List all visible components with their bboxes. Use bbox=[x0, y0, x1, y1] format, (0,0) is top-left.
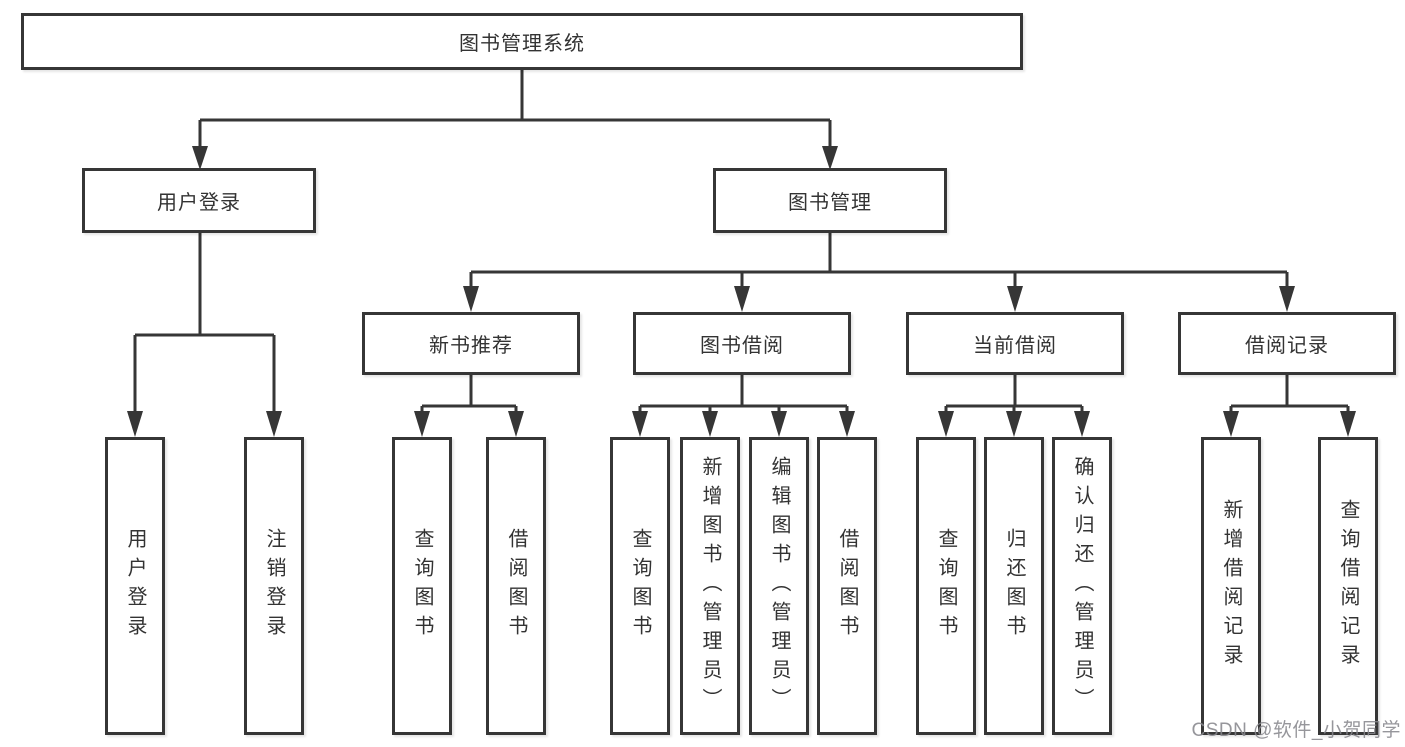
node-new-books: 新书推荐 bbox=[362, 312, 580, 375]
leaf-current-query: 查询图书 bbox=[916, 437, 976, 735]
connector-line bbox=[1229, 375, 1350, 416]
connector-line bbox=[420, 375, 518, 416]
arrow-down-icon bbox=[702, 411, 718, 437]
leaf-logout-label: 注销登录 bbox=[263, 528, 285, 644]
arrow-down-icon bbox=[632, 411, 648, 437]
leaf-bookborrow-add-label: 新增图书（管理员） bbox=[699, 455, 721, 717]
arrow-down-icon bbox=[1340, 411, 1356, 437]
node-book-mgmt-label: 图书管理 bbox=[788, 192, 872, 214]
connector-book-mgmt-to-level3 bbox=[469, 233, 1289, 290]
leaf-logout: 注销登录 bbox=[244, 437, 304, 735]
leaf-bookborrow-edit-label: 编辑图书（管理员） bbox=[768, 455, 790, 717]
arrow-down-icon bbox=[1223, 411, 1239, 437]
leaf-current-return-label: 归还图书 bbox=[1003, 528, 1025, 644]
arrow-down-icon bbox=[822, 146, 838, 170]
leaf-newbooks-query-label: 查询图书 bbox=[411, 528, 433, 644]
arrow-down-icon bbox=[463, 286, 479, 312]
leaf-records-add: 新增借阅记录 bbox=[1201, 437, 1261, 735]
node-root: 图书管理系统 bbox=[21, 13, 1023, 70]
node-current-borrow: 当前借阅 bbox=[906, 312, 1124, 375]
arrow-down-icon bbox=[414, 411, 430, 437]
connector-book-borrow-to-leaves bbox=[638, 375, 849, 416]
leaf-newbooks-borrow: 借阅图书 bbox=[486, 437, 546, 735]
leaf-current-return: 归还图书 bbox=[984, 437, 1044, 735]
leaf-bookborrow-query: 查询图书 bbox=[610, 437, 670, 735]
node-current-borrow-label: 当前借阅 bbox=[973, 335, 1057, 357]
leaf-current-confirm-label: 确认归还（管理员） bbox=[1071, 455, 1093, 717]
leaf-current-query-label: 查询图书 bbox=[935, 528, 957, 644]
leaf-records-add-label: 新增借阅记录 bbox=[1220, 499, 1242, 673]
leaf-bookborrow-edit: 编辑图书（管理员） bbox=[749, 437, 809, 735]
leaf-newbooks-query: 查询图书 bbox=[392, 437, 452, 735]
arrow-down-icon bbox=[192, 146, 208, 170]
arrow-down-icon bbox=[771, 411, 787, 437]
arrow-down-icon bbox=[127, 411, 143, 437]
node-book-mgmt: 图书管理 bbox=[713, 168, 947, 233]
connector-line bbox=[133, 233, 276, 416]
arrow-down-icon bbox=[1074, 411, 1090, 437]
arrowheads bbox=[127, 146, 1356, 437]
leaf-records-query: 查询借阅记录 bbox=[1318, 437, 1378, 735]
arrow-down-icon bbox=[839, 411, 855, 437]
connector-user-login-to-leaves bbox=[133, 233, 276, 416]
arrow-down-icon bbox=[266, 411, 282, 437]
leaf-bookborrow-query-label: 查询图书 bbox=[629, 528, 651, 644]
connector-line bbox=[469, 233, 1289, 290]
node-book-borrow-label: 图书借阅 bbox=[700, 335, 784, 357]
watermark: CSDN @软件_小贺同学 bbox=[1191, 720, 1401, 741]
node-new-books-label: 新书推荐 bbox=[429, 335, 513, 357]
connector-root-to-level2 bbox=[198, 70, 832, 148]
arrow-down-icon bbox=[734, 286, 750, 312]
arrow-down-icon bbox=[1007, 286, 1023, 312]
node-borrow-records-label: 借阅记录 bbox=[1245, 335, 1329, 357]
leaf-bookborrow-borrow: 借阅图书 bbox=[817, 437, 877, 735]
arrow-down-icon bbox=[1279, 286, 1295, 312]
connector-line bbox=[638, 375, 849, 416]
connector-new-books-to-leaves bbox=[420, 375, 518, 416]
leaf-user-login: 用户登录 bbox=[105, 437, 165, 735]
leaf-bookborrow-borrow-label: 借阅图书 bbox=[836, 528, 858, 644]
connector-current-borrow-to-leaves bbox=[944, 375, 1084, 416]
arrow-down-icon bbox=[938, 411, 954, 437]
arrow-down-icon bbox=[1006, 411, 1022, 437]
leaf-user-login-label: 用户登录 bbox=[124, 528, 146, 644]
node-user-login-label: 用户登录 bbox=[157, 192, 241, 214]
leaf-newbooks-borrow-label: 借阅图书 bbox=[505, 528, 527, 644]
node-book-borrow: 图书借阅 bbox=[633, 312, 851, 375]
leaf-records-query-label: 查询借阅记录 bbox=[1337, 499, 1359, 673]
node-root-label: 图书管理系统 bbox=[459, 33, 585, 55]
arrow-down-icon bbox=[508, 411, 524, 437]
connector-borrow-records-to-leaves bbox=[1229, 375, 1350, 416]
leaf-bookborrow-add: 新增图书（管理员） bbox=[680, 437, 740, 735]
connector-line bbox=[198, 70, 832, 148]
node-borrow-records: 借阅记录 bbox=[1178, 312, 1396, 375]
leaf-current-confirm: 确认归还（管理员） bbox=[1052, 437, 1112, 735]
node-user-login: 用户登录 bbox=[82, 168, 316, 233]
connector-line bbox=[944, 375, 1084, 416]
